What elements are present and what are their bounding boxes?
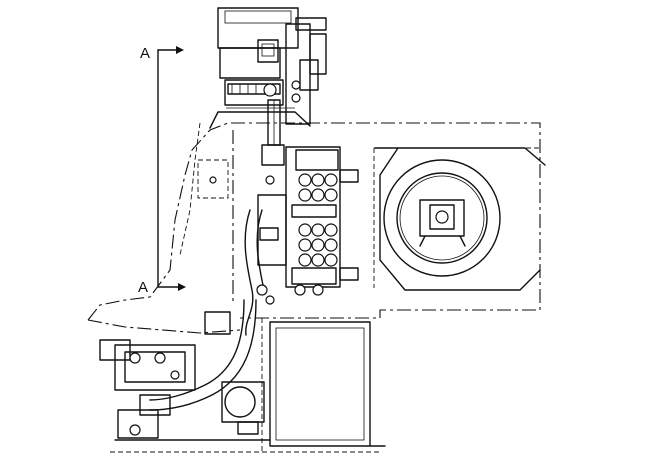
control-valve-icon bbox=[265, 146, 359, 296]
section-arrow-icon bbox=[176, 46, 184, 54]
upper-cab-assembly bbox=[209, 7, 327, 129]
section-label-bottom: A bbox=[138, 279, 148, 296]
left-hose-assembly bbox=[149, 194, 287, 411]
pump-assembly bbox=[99, 311, 231, 439]
frame-outline bbox=[87, 122, 541, 334]
section-line-a-a: A A bbox=[138, 45, 186, 296]
left-access-panel bbox=[197, 159, 229, 199]
section-label-top: A bbox=[140, 45, 150, 62]
vertical-hydraulic-pipe bbox=[261, 99, 285, 166]
swing-motor bbox=[221, 381, 265, 435]
right-compartment bbox=[373, 147, 546, 291]
ground-line bbox=[110, 439, 386, 453]
swing-bearing-icon bbox=[383, 159, 501, 277]
section-arrow-icon bbox=[178, 283, 186, 291]
lower-tank bbox=[261, 318, 371, 454]
